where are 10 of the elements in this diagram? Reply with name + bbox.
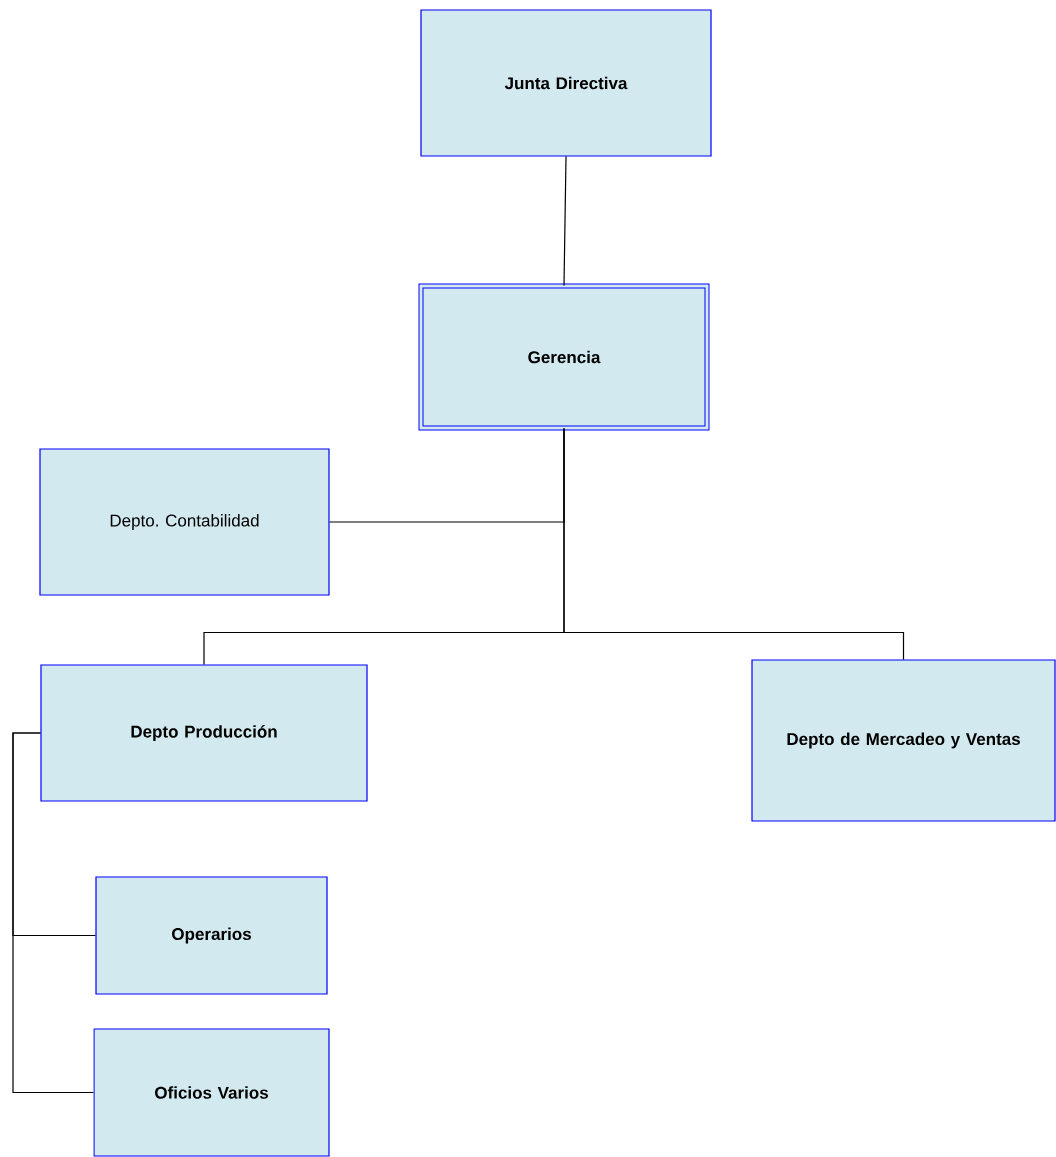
org-box: Operarios	[95, 876, 328, 995]
org-box: Depto Producción	[40, 664, 368, 802]
connector-line	[563, 427, 905, 660]
connector-line	[563, 156, 567, 287]
org-box: Depto de Mercadeo y Ventas	[751, 659, 1056, 822]
connector-line	[12, 732, 94, 1094]
org-box: Gerencia	[418, 283, 710, 431]
org-box: Junta Directiva	[420, 9, 712, 157]
org-box: Depto. Contabilidad	[39, 448, 330, 596]
org-box: Oficios Varios	[93, 1028, 330, 1157]
